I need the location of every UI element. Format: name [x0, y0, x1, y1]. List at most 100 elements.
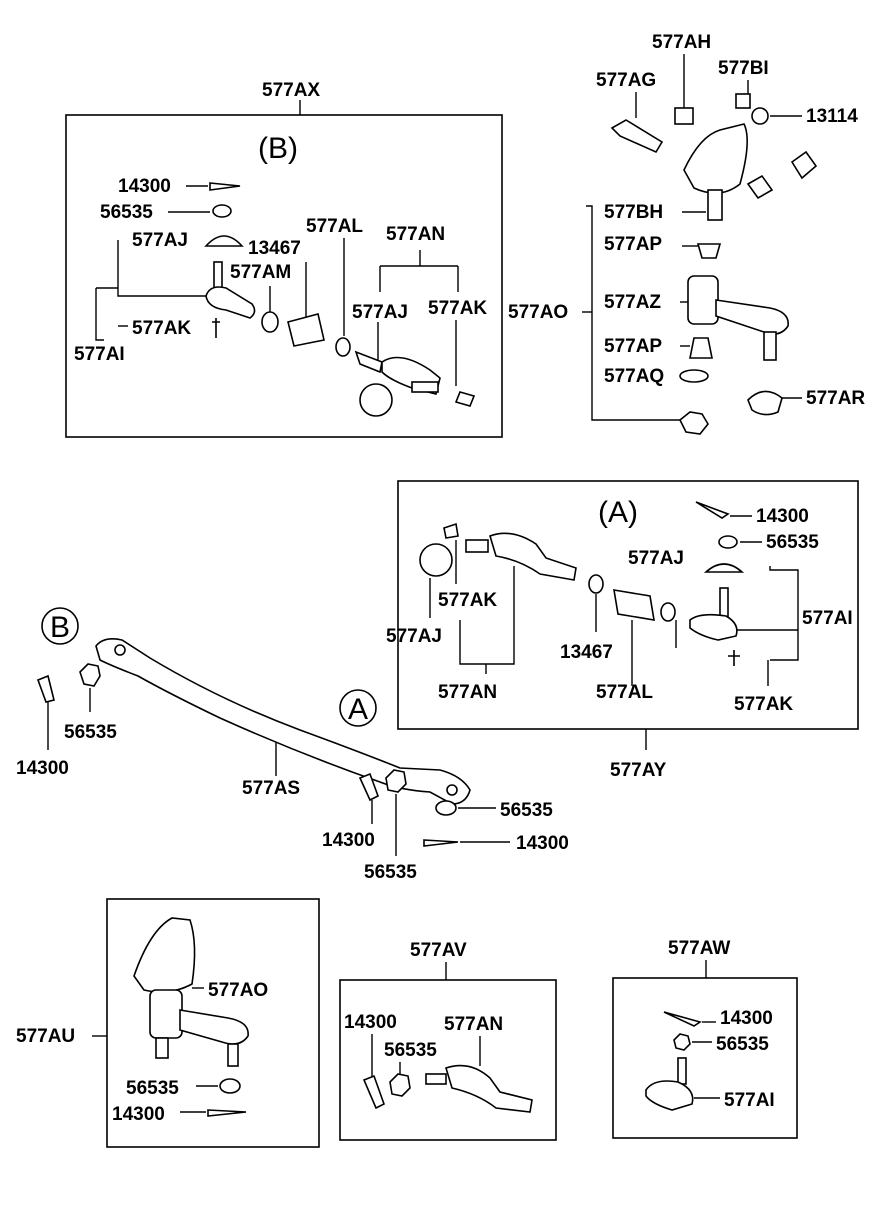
- dust-cover-577ar-part: [747, 390, 783, 416]
- label-577ap-1: 577AP: [604, 234, 662, 255]
- center-link-577as: B A 577AS 14300 56535 14300 56535 56535 …: [16, 607, 569, 883]
- outer-tie-rod-part: [354, 350, 441, 417]
- cotter-pin-aw-part: [663, 1011, 702, 1027]
- idler-arm-link-part: [715, 299, 789, 335]
- tie-rod-end-aw-part: [645, 1057, 694, 1111]
- box-577ax: [65, 114, 503, 438]
- label-577ai-a: 577AI: [802, 608, 853, 629]
- cotter-pin-au-part: [207, 1109, 247, 1117]
- dust-boot-a-part: [703, 563, 745, 573]
- cotter-pin-av-part: [362, 1074, 385, 1110]
- cotter-pin-part: [209, 182, 241, 191]
- label-577am: 577AM: [230, 262, 291, 283]
- washer-13114-part: [751, 107, 769, 125]
- label-14300-a: 14300: [756, 506, 809, 527]
- label-577ay: 577AY: [610, 760, 667, 781]
- label-view-a: (A): [598, 496, 638, 529]
- label-56535-aw: 56535: [716, 1034, 769, 1055]
- label-56535-av: 56535: [384, 1040, 437, 1061]
- cotter-pin-a2-part: [358, 772, 379, 802]
- clip-part: [212, 318, 220, 338]
- outer-tie-rod-av-part: [425, 1064, 533, 1113]
- label-577bi: 577BI: [718, 58, 769, 79]
- assembly-577aw: 577AW 14300 56535 577AI: [612, 938, 798, 1139]
- idler-bracket-au-part: [133, 917, 196, 993]
- callout-a: A: [348, 693, 368, 726]
- outer-tie-rod-a-part: [465, 532, 577, 581]
- label-13114: 13114: [806, 106, 858, 127]
- label-577ah: 577AH: [652, 32, 711, 53]
- label-577ai-b: 577AI: [74, 344, 125, 365]
- nut-part-2: [746, 174, 774, 200]
- label-577aw: 577AW: [668, 938, 730, 959]
- label-577ak-a2: 577AK: [438, 590, 497, 611]
- label-56535-center: 56535: [364, 862, 417, 883]
- lock-nut-part: [261, 311, 279, 333]
- label-577av: 577AV: [410, 940, 467, 961]
- label-577an-av: 577AN: [444, 1014, 503, 1035]
- label-56535-a: 56535: [766, 532, 819, 553]
- label-13467-a: 13467: [560, 642, 613, 663]
- label-577aj-b: 577AJ: [132, 230, 188, 251]
- nut-aw-part: [673, 1033, 691, 1051]
- label-14300-left: 14300: [16, 758, 69, 779]
- nut-a2-part: [385, 769, 407, 793]
- jam-nut-part: [335, 337, 351, 357]
- label-577aj-a: 577AJ: [628, 548, 684, 569]
- nut-577ao-part: [678, 411, 709, 435]
- label-577az: 577AZ: [604, 292, 661, 313]
- castle-nut-au-part: [219, 1078, 241, 1094]
- cotter-pin-c-part: [423, 839, 459, 847]
- center-link-part: [95, 638, 471, 805]
- box-577ay: [397, 480, 859, 730]
- idler-arm-part: [687, 275, 719, 325]
- clip-a-part: [728, 650, 740, 666]
- nut-b-part: [79, 663, 101, 687]
- cotter-pin-b-part: [36, 674, 55, 703]
- box-577au: [106, 898, 320, 1148]
- jam-nut-a-part: [660, 602, 676, 622]
- label-14300-au: 14300: [112, 1104, 165, 1125]
- label-577aj-a2: 577AJ: [386, 626, 442, 647]
- label-577au: 577AU: [16, 1026, 75, 1047]
- callout-b-circle: [41, 607, 79, 645]
- castle-nut-c-part: [435, 800, 457, 816]
- label-13467-b: 13467: [248, 238, 301, 259]
- assembly-577ao-exploded: 577AH 577AG 577BI 13114 577AO 577BH 577A…: [508, 32, 865, 435]
- label-577aj-b2: 577AJ: [352, 302, 408, 323]
- label-577ax: 577AX: [262, 80, 320, 101]
- assembly-577ay: 577AY (A) 14300 56535 577AJ 577AI 577AK …: [386, 480, 859, 781]
- callout-b: B: [50, 611, 70, 644]
- label-577ap-2: 577AP: [604, 336, 662, 357]
- label-577ag: 577AG: [596, 70, 656, 91]
- label-577an-a: 577AN: [438, 682, 497, 703]
- label-56535-au: 56535: [126, 1078, 179, 1099]
- label-56535-b: 56535: [100, 202, 153, 223]
- castle-nut-a-part: [718, 535, 738, 549]
- box-577aw: [612, 977, 798, 1139]
- idler-stud-part: [763, 331, 777, 361]
- cotter-pin-a-part: [695, 501, 730, 519]
- bolt-577bi-part: [735, 93, 751, 109]
- label-577aq: 577AQ: [604, 366, 664, 387]
- label-14300-center: 14300: [322, 830, 375, 851]
- label-577ak-b2: 577AK: [428, 298, 487, 319]
- assembly-577ax: 577AX (B) 14300 56535 577AJ 577AI 577AK …: [65, 80, 503, 438]
- label-577ao-top: 577AO: [508, 302, 568, 323]
- bolt-577ah-part: [674, 107, 694, 125]
- label-577al-a: 577AL: [596, 682, 653, 703]
- label-577al-b: 577AL: [306, 216, 363, 237]
- nut-part: [790, 150, 818, 180]
- tie-rod-end-part: [205, 261, 256, 319]
- label-14300-b: 14300: [118, 176, 171, 197]
- lock-nut-a-part: [588, 574, 604, 594]
- label-577as: 577AS: [242, 778, 300, 799]
- assembly-577au: 577AU 577AO 56535 14300: [16, 898, 320, 1148]
- nut-av-part: [389, 1073, 411, 1097]
- label-577ai-aw: 577AI: [724, 1090, 775, 1111]
- washer-577aq-part: [679, 369, 709, 383]
- tie-rod-end-a-part: [689, 587, 738, 641]
- castle-nut-part: [212, 204, 232, 218]
- assembly-577av: 577AV 14300 56535 577AN: [339, 940, 557, 1141]
